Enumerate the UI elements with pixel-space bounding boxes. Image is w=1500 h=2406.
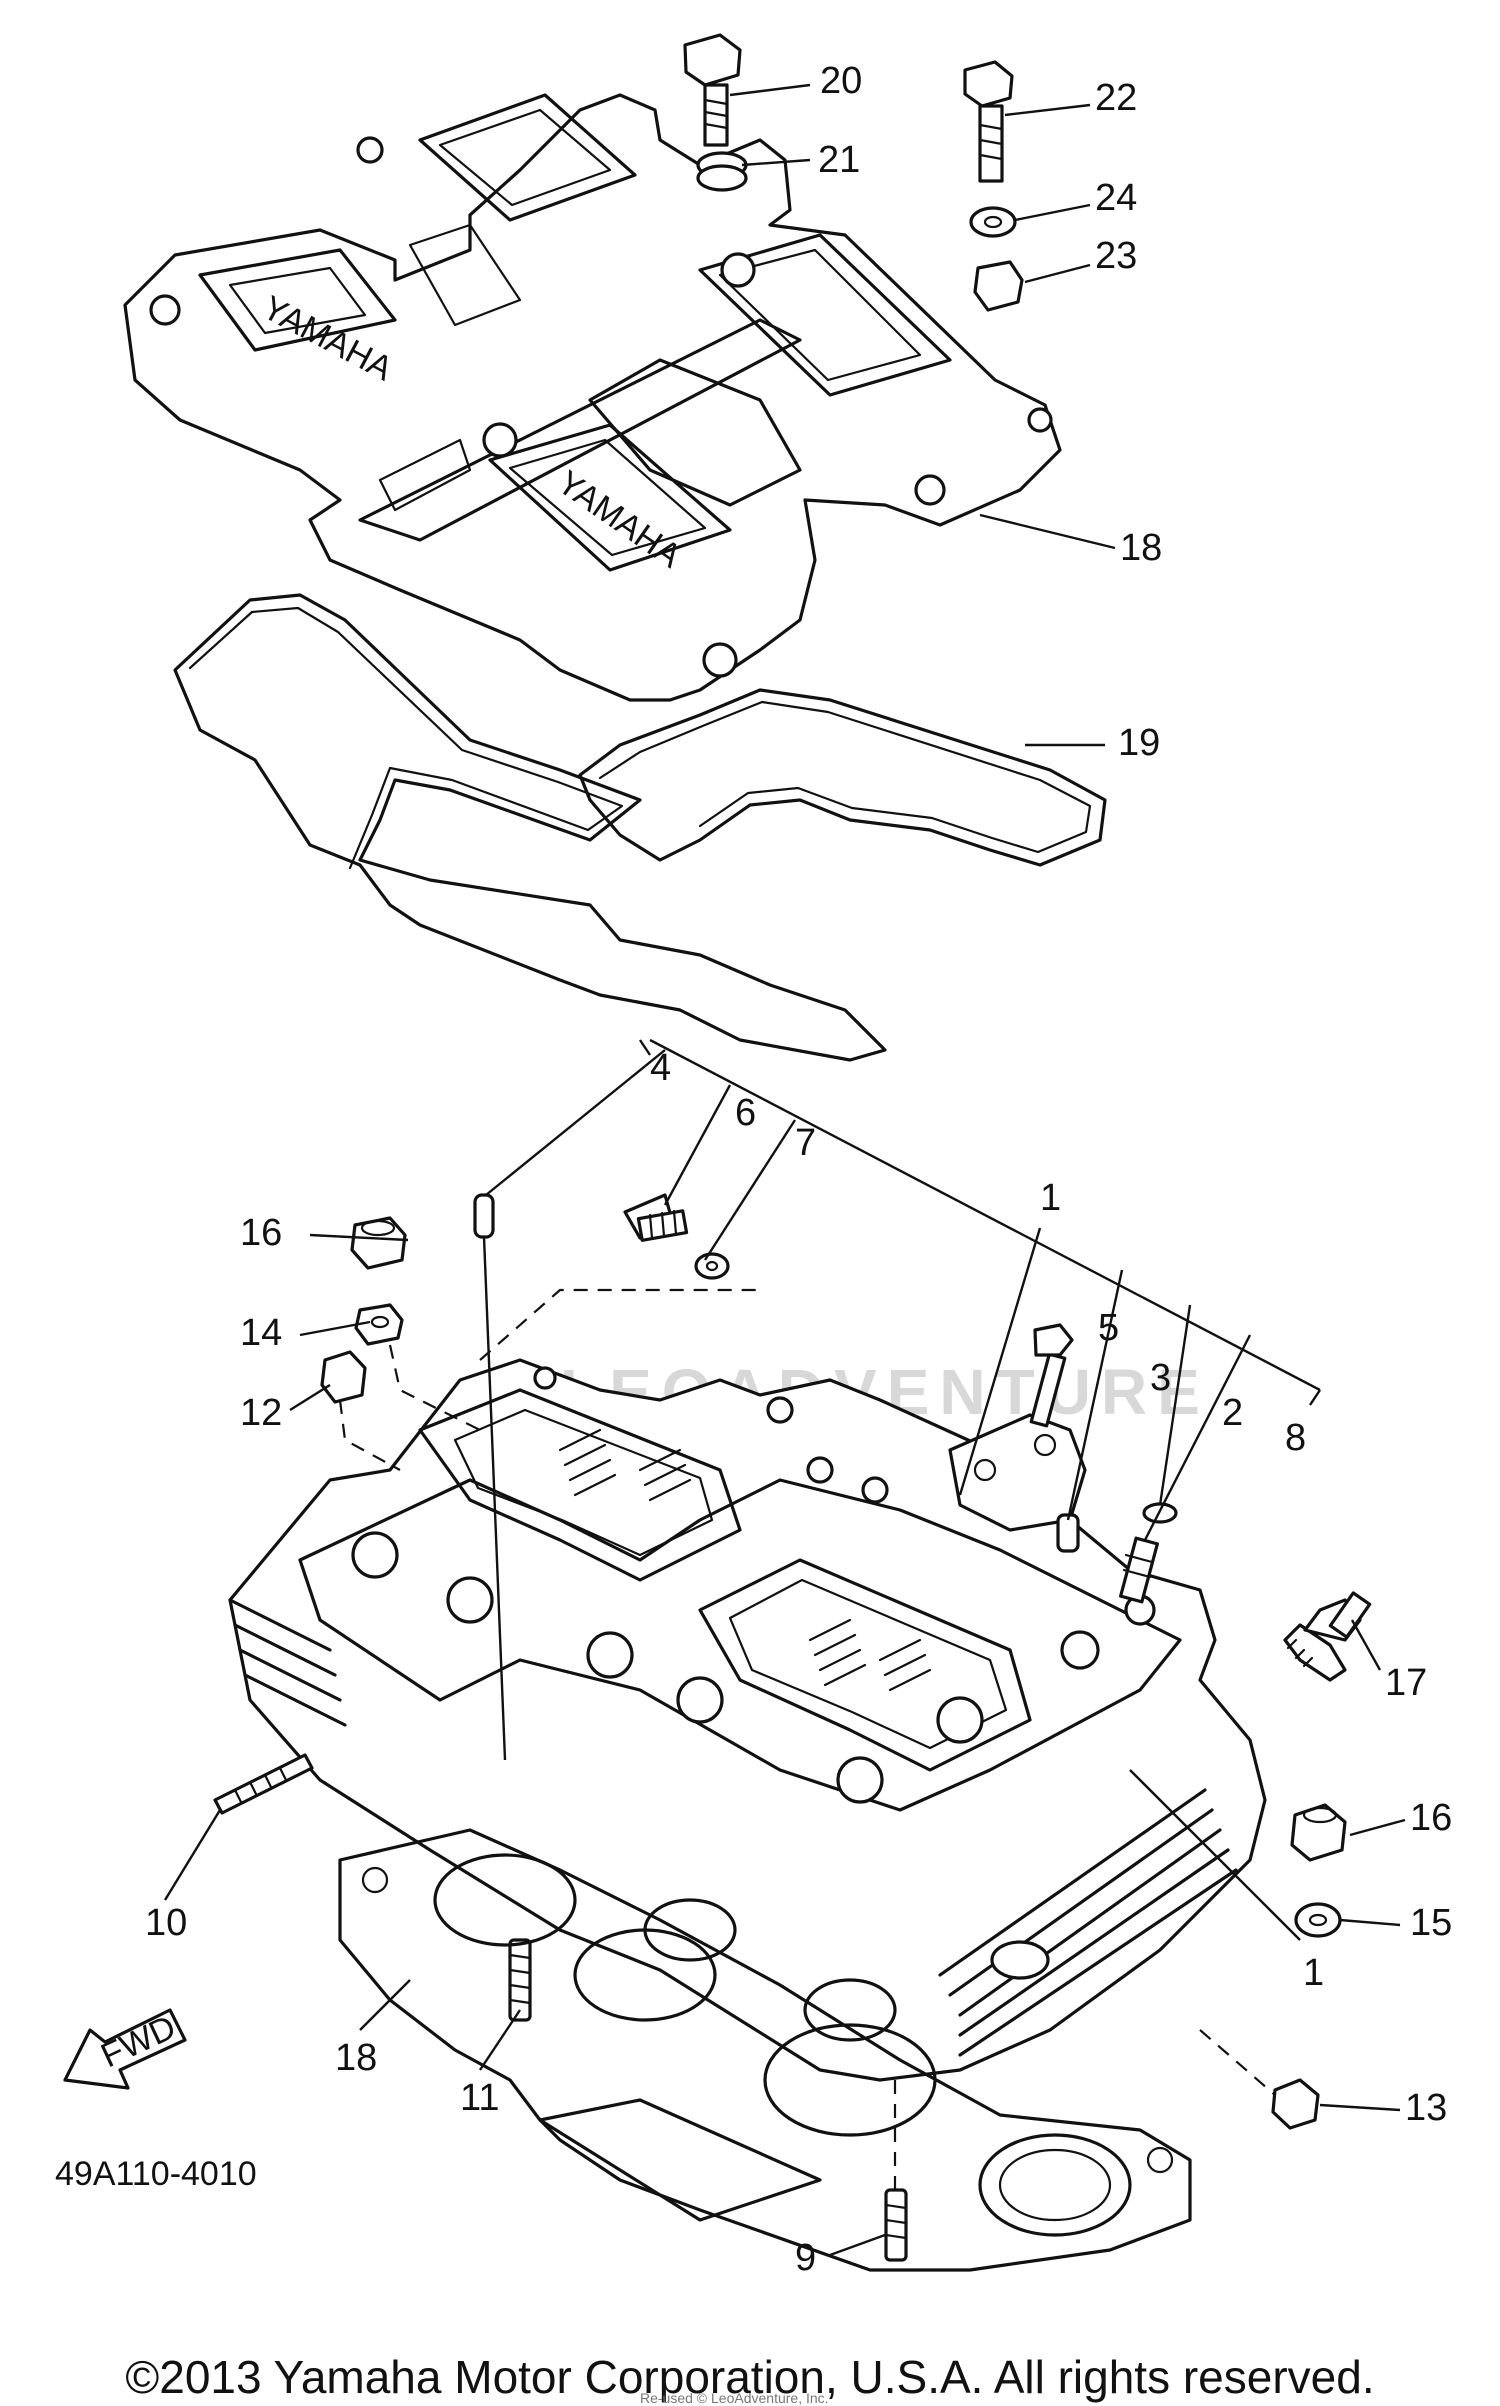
callout-15: 15 (1410, 1902, 1452, 1944)
stud-11 (508, 1938, 532, 2022)
callout-10: 10 (145, 1902, 187, 1944)
callout-9: 9 (795, 2237, 816, 2279)
callout-19: 18 (1120, 527, 1162, 569)
callout-16-right: 16 (1410, 1797, 1452, 1839)
stud-9 (884, 2080, 908, 2262)
forward-arrow-icon: FWD (63, 2008, 187, 2090)
washer-25 (969, 206, 1017, 238)
callout-13: 13 (1405, 2087, 1447, 2129)
callout-22: 21 (818, 139, 860, 181)
camshaft-cap (948, 1323, 1087, 1532)
callout-14: 14 (240, 1312, 282, 1354)
cap-nut-16-right (1290, 1803, 1347, 1862)
bolt-23 (963, 60, 1014, 183)
nut-14 (354, 1303, 404, 1346)
assembly-bracket (485, 1038, 1321, 1541)
washer-7 (694, 1252, 730, 1280)
callout-17: 17 (1385, 1662, 1427, 1704)
callout-3: 3 (1150, 1357, 1171, 1399)
bolt-21 (683, 33, 742, 147)
valve-guide-8 (1119, 1536, 1159, 1604)
diagram-part-code: 49A110-4010 (55, 2155, 257, 2193)
washer-22 (696, 151, 748, 192)
cap-nut-16-left (350, 1216, 407, 1270)
cylinder-head (228, 1358, 1267, 2082)
screw-6 (623, 1193, 689, 1242)
callout-1-bottom: 1 (1303, 1952, 1324, 1994)
nut-13 (1199, 2029, 1320, 2130)
callout-6: 6 (735, 1092, 756, 1134)
callout-8: 8 (1285, 1417, 1306, 1459)
callout-12: 12 (240, 1392, 282, 1434)
callout-23: 22 (1095, 77, 1137, 119)
copyright-notice: ©2013 Yamaha Motor Corporation, U.S.A. A… (125, 2351, 1375, 2403)
callout-18: 18 (335, 2037, 377, 2079)
callout-5: 5 (1098, 1307, 1119, 1349)
callout-2: 2 (1222, 1392, 1243, 1434)
forward-label: FWD (95, 2008, 181, 2075)
fine-print: Re-used © LeoAdventure, Inc. (640, 2390, 829, 2406)
callout-7: 7 (795, 1122, 816, 1164)
callout-numbers: 20 21 22 24 23 18 19 4 6 7 1 5 3 2 8 16 … (145, 60, 1452, 2279)
head-cover-gasket (173, 593, 1107, 1062)
pin-4 (473, 1193, 507, 1761)
callout-24: 23 (1095, 235, 1137, 277)
callout-1-top: 1 (1040, 1177, 1061, 1219)
cylinder-head-cover: YAMAHA YAMAHA (123, 93, 1062, 702)
callout-20: 19 (1118, 722, 1160, 764)
dowel-3 (1056, 1513, 1080, 1553)
grommet-24 (973, 260, 1024, 312)
nut-12 (320, 1350, 367, 1404)
callout-11: 11 (460, 2077, 499, 2119)
callout-25: 24 (1095, 177, 1137, 219)
callout-4: 4 (650, 1047, 671, 1089)
stud-10 (213, 1753, 314, 1815)
washer-15 (1294, 1902, 1342, 1938)
spark-plug-17 (1283, 1591, 1372, 1682)
callout-leaders (163, 83, 1406, 2257)
callout-16-left: 16 (240, 1212, 282, 1254)
callout-21: 20 (820, 60, 862, 102)
